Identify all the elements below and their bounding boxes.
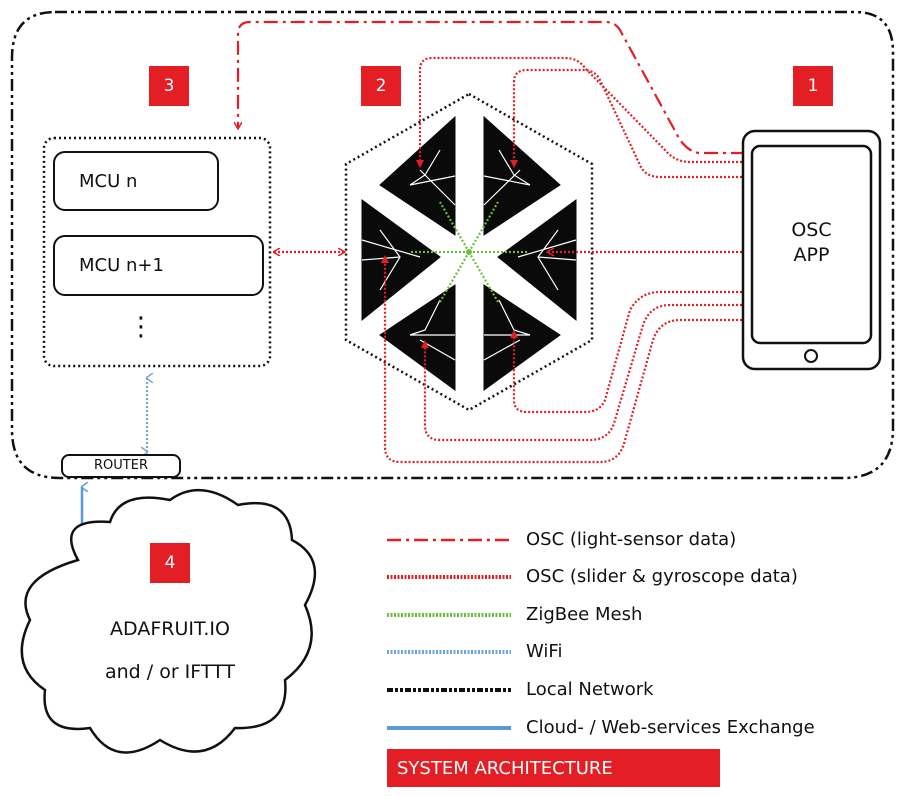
legend-label-local-network: Local Network <box>526 679 654 700</box>
legend-label-osc-slider: OSC (slider & gyroscope data) <box>526 566 798 587</box>
badge-mesh: 2 <box>361 66 401 106</box>
badge-mcus: 3 <box>149 66 189 106</box>
system-architecture-caption: SYSTEM ARCHITECTURE <box>387 749 720 787</box>
badge-cloud: 4 <box>150 543 190 583</box>
mcu-container <box>42 136 272 368</box>
mcu-ellipsis: ⋮ <box>128 312 154 342</box>
router-box <box>61 454 181 478</box>
mesh-node-top-left <box>379 115 456 236</box>
legend-item-local-network: Local Network <box>383 675 903 705</box>
badge-phone: 1 <box>793 66 833 106</box>
legend-item-cloud-exchange: Cloud- / Web-services Exchange <box>383 713 903 743</box>
mesh-nodes <box>361 115 577 391</box>
mcu-n-box: MCU n <box>53 151 219 211</box>
mesh-node-mid-left <box>361 199 441 322</box>
phone-home-button-icon <box>804 349 818 363</box>
legend-item-osc-slider: OSC (slider & gyroscope data) <box>383 562 903 592</box>
cloud-shape <box>20 488 317 754</box>
legend-item-zigbee: ZigBee Mesh <box>383 600 903 630</box>
mcu-n1-box: MCU n+1 <box>53 235 264 296</box>
legend-label-zigbee: ZigBee Mesh <box>526 604 643 625</box>
legend-label-cloud-exchange: Cloud- / Web-services Exchange <box>526 717 815 738</box>
legend-item-osc-light: OSC (light-sensor data) <box>383 525 903 555</box>
mesh-node-top-right <box>483 115 561 236</box>
phone-screen <box>750 144 873 345</box>
osc-light-sensor-link <box>238 20 745 155</box>
legend-label-osc-light: OSC (light-sensor data) <box>526 529 737 550</box>
phone-app-line1: OSC <box>791 219 832 241</box>
legend-item-wifi: WiFi <box>383 637 903 667</box>
local-network-boundary <box>10 10 895 480</box>
cloud-line1: ADAFRUIT.IO <box>110 618 230 640</box>
mesh-hexagon-boundary <box>344 92 594 412</box>
cloud-line2: and / or IFTTT <box>104 661 236 683</box>
osc-slider-links <box>383 56 742 464</box>
zigbee-mesh-links <box>410 201 528 303</box>
router-label: ROUTER <box>94 458 148 473</box>
mesh-node-bottom-right <box>483 284 561 391</box>
mesh-node-bottom-left <box>379 284 456 391</box>
legend-label-wifi: WiFi <box>526 641 563 662</box>
phone-app-line2: APP <box>793 244 830 266</box>
